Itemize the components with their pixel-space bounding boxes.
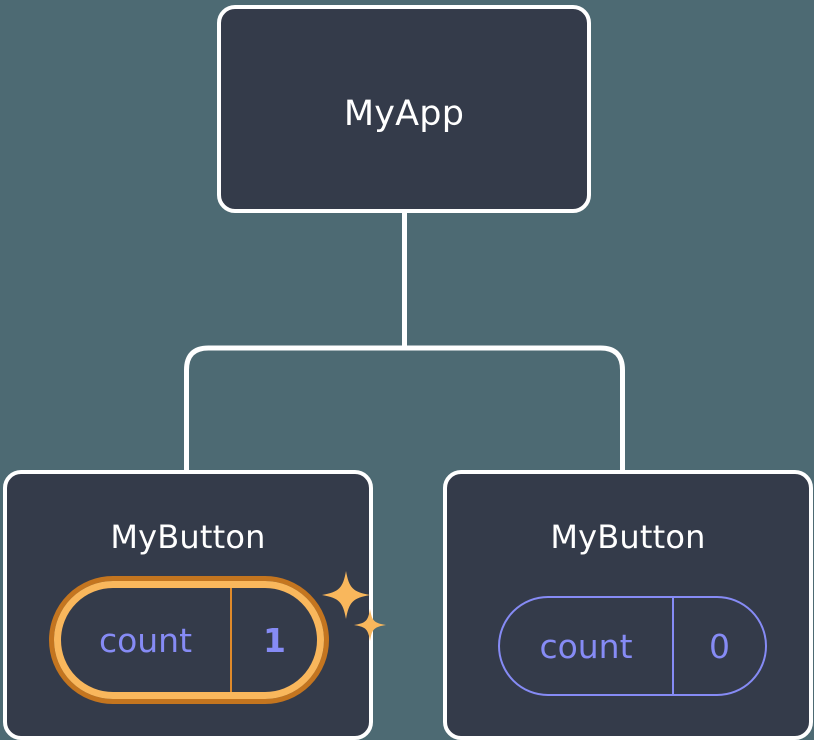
state-pill-inner-ring: count 1 xyxy=(54,581,324,699)
state-label: count xyxy=(61,588,232,692)
state-value: 1 xyxy=(263,620,286,660)
component-node-title: MyApp xyxy=(343,94,465,134)
component-node-title: MyButton xyxy=(110,518,266,556)
sparkle-large-icon xyxy=(322,571,370,619)
state-value: 0 xyxy=(709,626,730,666)
component-node-myapp[interactable]: MyApp xyxy=(217,5,591,213)
component-node-title: MyButton xyxy=(550,518,706,556)
component-node-mybutton-right[interactable]: MyButton count 0 xyxy=(443,470,813,740)
connector-branch xyxy=(184,345,625,472)
state-label: count xyxy=(500,598,674,694)
component-node-mybutton-left[interactable]: MyButton count 1 xyxy=(3,470,386,740)
sparkle-small-icon xyxy=(354,609,386,641)
state-pill[interactable]: count 0 xyxy=(498,596,767,696)
sparkle-icon xyxy=(322,571,386,641)
state-pill-highlighted[interactable]: count 1 xyxy=(49,576,329,704)
